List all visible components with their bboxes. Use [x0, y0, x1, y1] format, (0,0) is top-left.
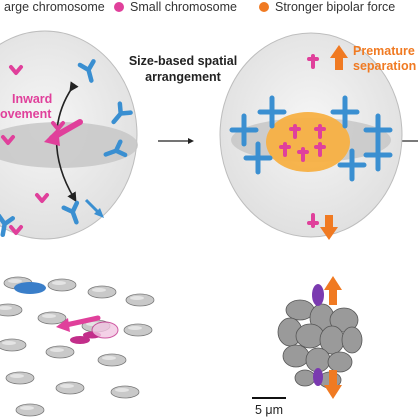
small-chromosome-icon — [114, 2, 124, 12]
transition-arrow-head — [188, 138, 194, 144]
chromosome-render — [15, 403, 45, 417]
chromosome-render — [0, 338, 27, 352]
large-chromosome-render — [14, 282, 46, 294]
chromosome-render — [47, 278, 77, 292]
legend: arge chromosome Small chromosome Stronge… — [4, 0, 395, 14]
outward-arrow-head — [94, 208, 104, 218]
inward-arrow-shaft — [63, 315, 101, 328]
chromosome-render — [5, 371, 35, 385]
stage-title-line1: Size-based spatial — [129, 54, 237, 68]
transition: Size-based spatial arrangement — [129, 54, 418, 144]
small-chromosome-render — [91, 321, 119, 339]
small-chromosome-render — [313, 368, 323, 386]
right-micrograph: 5 μm — [252, 276, 363, 417]
scale-bar-label: 5 μm — [255, 403, 283, 417]
force-arrow-down — [324, 370, 342, 399]
chromosome-render — [123, 323, 153, 337]
premature-label: Premature — [353, 44, 415, 58]
right-cell: Premature separation — [219, 32, 416, 240]
inward-arrow-head — [44, 128, 60, 146]
force-arrow-down — [320, 215, 338, 240]
legend-label-force: Stronger bipolar force — [275, 0, 395, 14]
bipolar-force-dot-icon — [259, 2, 269, 12]
chromosome-render — [87, 285, 117, 299]
force-arrow-up — [330, 45, 348, 70]
movement-label: ovement — [0, 107, 52, 121]
inward-label: Inward — [12, 92, 52, 106]
stage-title-line2: arrangement — [145, 70, 222, 84]
small-chromosome-render — [70, 336, 90, 344]
chromosome-render — [0, 303, 23, 317]
force-arrow-up — [324, 276, 342, 305]
separation-label: separation — [353, 59, 416, 73]
left-micrograph — [0, 276, 155, 417]
chromosome-render — [55, 381, 85, 395]
chromosome-render — [45, 345, 75, 359]
chromosome-render — [37, 311, 67, 325]
legend-label-small: Small chromosome — [130, 0, 237, 14]
legend-label-large: arge chromosome — [4, 0, 105, 14]
inward-arrow-head — [56, 318, 70, 332]
chromosome-render — [125, 293, 155, 307]
chromosome-render — [110, 385, 140, 399]
left-cell: Inward ovement — [0, 30, 138, 240]
small-chromosome-render — [312, 284, 324, 306]
force-zone — [266, 112, 350, 172]
chromosome-render — [97, 353, 127, 367]
